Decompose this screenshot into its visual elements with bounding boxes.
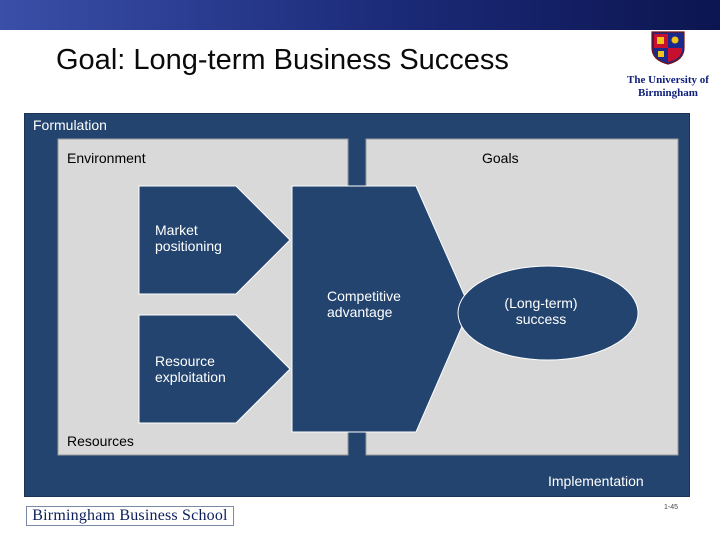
university-name: The University of Birmingham xyxy=(627,74,709,99)
long-term-success-line-1: (Long-term) xyxy=(504,295,578,311)
implementation-label: Implementation xyxy=(548,473,644,489)
slide-title: Goal: Long-term Business Success xyxy=(56,44,509,76)
business-school-logo: Birmingham Business School xyxy=(26,506,234,526)
market-positioning-line-2: positioning xyxy=(155,238,222,254)
competitive-advantage-label: Competitive advantage xyxy=(327,288,401,320)
market-positioning-line-1: Market xyxy=(155,222,198,238)
formulation-label: Formulation xyxy=(33,117,107,133)
university-crest-icon xyxy=(651,31,685,65)
long-term-success-line-2: success xyxy=(515,311,567,327)
resource-exploitation-line-1: Resource xyxy=(155,353,215,369)
goals-label: Goals xyxy=(482,150,519,166)
market-positioning-shape xyxy=(138,185,291,295)
resource-exploitation-line-2: exploitation xyxy=(155,369,226,385)
top-banner xyxy=(0,0,720,30)
competitive-advantage-line-1: Competitive xyxy=(327,288,401,304)
competitive-advantage-line-2: advantage xyxy=(327,304,393,320)
resource-exploitation-label: Resource exploitation xyxy=(155,353,226,385)
resource-exploitation-shape xyxy=(138,314,291,424)
resources-label: Resources xyxy=(67,433,134,449)
slide-number: 1-45 xyxy=(664,504,679,511)
long-term-success-label: (Long-term) success xyxy=(494,295,588,327)
long-term-success-ellipse xyxy=(457,265,639,361)
competitive-advantage-shape xyxy=(291,185,471,433)
market-positioning-label: Market positioning xyxy=(155,222,222,254)
environment-label: Environment xyxy=(67,150,146,166)
